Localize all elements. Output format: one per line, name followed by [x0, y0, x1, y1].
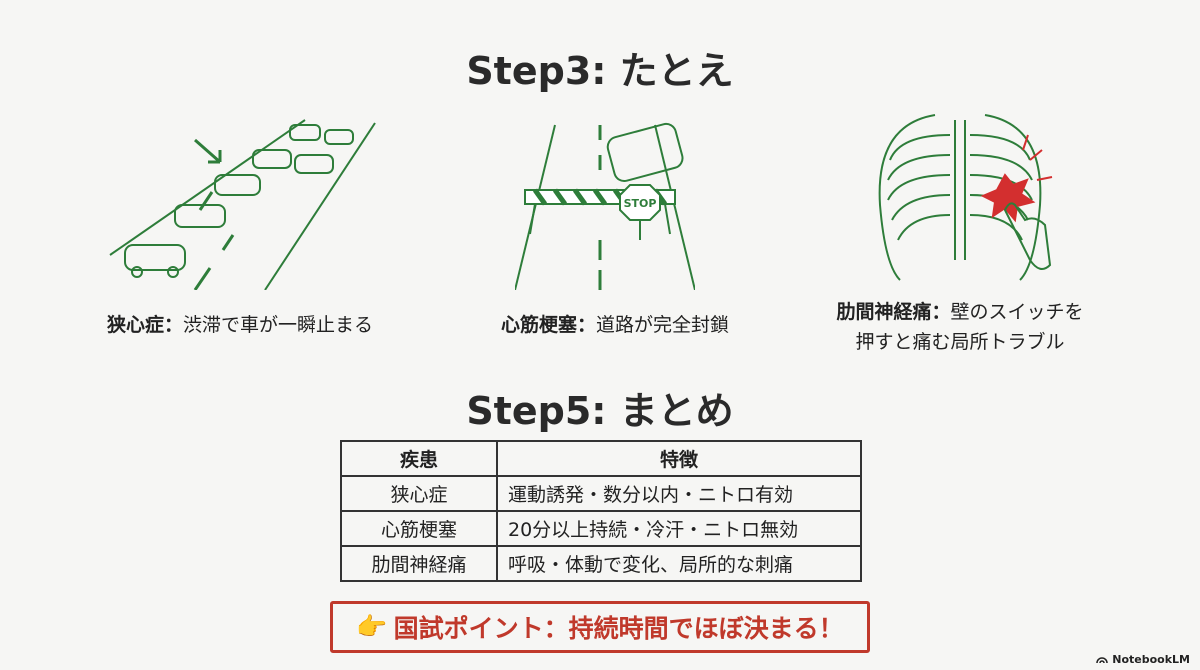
- disease-cell: 狭心症: [340, 475, 498, 512]
- feature-cell: 20分以上持続・冷汗・ニトロ無効: [496, 510, 862, 547]
- table-header-row: 疾患 特徴: [340, 440, 862, 477]
- table-row: 肋間神経痛 呼吸・体動で変化、局所的な刺痛: [340, 545, 862, 582]
- step5-title: Step5: まとめ: [466, 389, 734, 433]
- pointing-hand-icon: 👉: [356, 612, 388, 641]
- caption-intercostal: 肋間神経痛：壁のスイッチを押すと痛む局所トラブル: [836, 301, 1084, 353]
- caption-mi: 心筋梗塞：道路が完全封鎖: [500, 314, 730, 336]
- finger-icon: [1003, 202, 1052, 270]
- stop-sign-label: STOP: [624, 197, 657, 210]
- callout-text: 国試ポイント：持続時間でほぼ決まる！: [393, 614, 844, 643]
- ribcage-illustration: [878, 114, 1053, 281]
- disease-cell: 心筋梗塞: [340, 510, 498, 547]
- road-block-illustration: STOP: [515, 122, 695, 290]
- caption-angina: 狭心症：渋滞で車が一瞬止まる: [106, 314, 374, 336]
- feature-cell: 運動誘発・数分以内・ニトロ有効: [496, 475, 862, 512]
- notebooklm-icon: [1096, 657, 1108, 664]
- traffic-jam-illustration: [109, 119, 376, 290]
- exam-point-callout: 👉 国試ポイント：持続時間でほぼ決まる！: [330, 601, 870, 653]
- brand-label: NotebookLM: [1112, 653, 1190, 666]
- disease-cell: 肋間神経痛: [340, 545, 498, 582]
- step3-title: Step3: たとえ: [466, 49, 734, 93]
- header-feature: 特徴: [496, 440, 862, 477]
- table-row: 心筋梗塞 20分以上持続・冷汗・ニトロ無効: [340, 510, 862, 547]
- table-row: 狭心症 運動誘発・数分以内・ニトロ有効: [340, 475, 862, 512]
- summary-table: 疾患 特徴 狭心症 運動誘発・数分以内・ニトロ有効 心筋梗塞 20分以上持続・冷…: [340, 440, 862, 582]
- pain-burst-icon: [980, 173, 1036, 223]
- car-icon: [124, 244, 186, 278]
- feature-cell: 呼吸・体動で変化、局所的な刺痛: [496, 545, 862, 582]
- header-disease: 疾患: [340, 440, 498, 477]
- notebooklm-logo: NotebookLM: [1096, 653, 1190, 666]
